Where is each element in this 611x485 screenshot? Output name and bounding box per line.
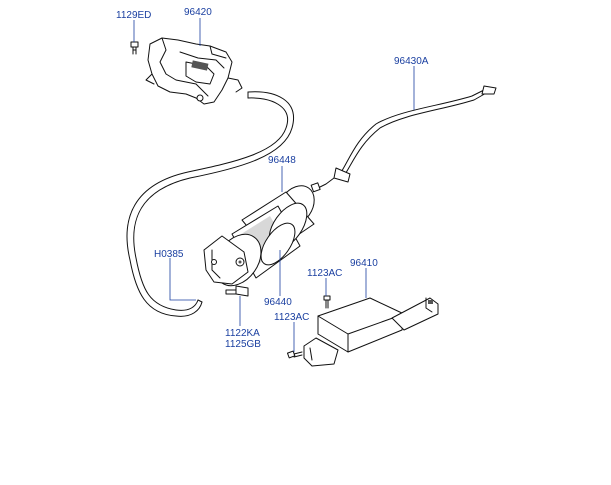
vacuum-actuator-96448 [203, 185, 315, 297]
label-96440: 96440 [264, 297, 292, 308]
label-96410: 96410 [350, 258, 378, 269]
label-96430A: 96430A [394, 56, 429, 67]
screw-1123AC-b [286, 350, 303, 359]
throttle-cable-96430A [310, 85, 497, 193]
leader-lines [133, 18, 415, 352]
label-1123AC-a: 1123AC [307, 268, 342, 279]
label-1123AC-b: 1123AC [274, 312, 309, 323]
actuator-96420 [145, 37, 243, 105]
vacuum-hose-H0385 [126, 91, 294, 317]
screw-1123AC-a [323, 295, 331, 309]
label-1125GB: 1125GB [225, 339, 261, 350]
label-96420: 96420 [184, 7, 212, 18]
label-H0385: H0385 [154, 249, 184, 260]
label-1129ED: 1129ED [116, 10, 151, 21]
control-module-96410 [303, 297, 439, 367]
bolt-1129ED [130, 41, 139, 55]
label-96448: 96448 [268, 155, 296, 166]
label-1122KA: 1122KA [225, 328, 260, 339]
